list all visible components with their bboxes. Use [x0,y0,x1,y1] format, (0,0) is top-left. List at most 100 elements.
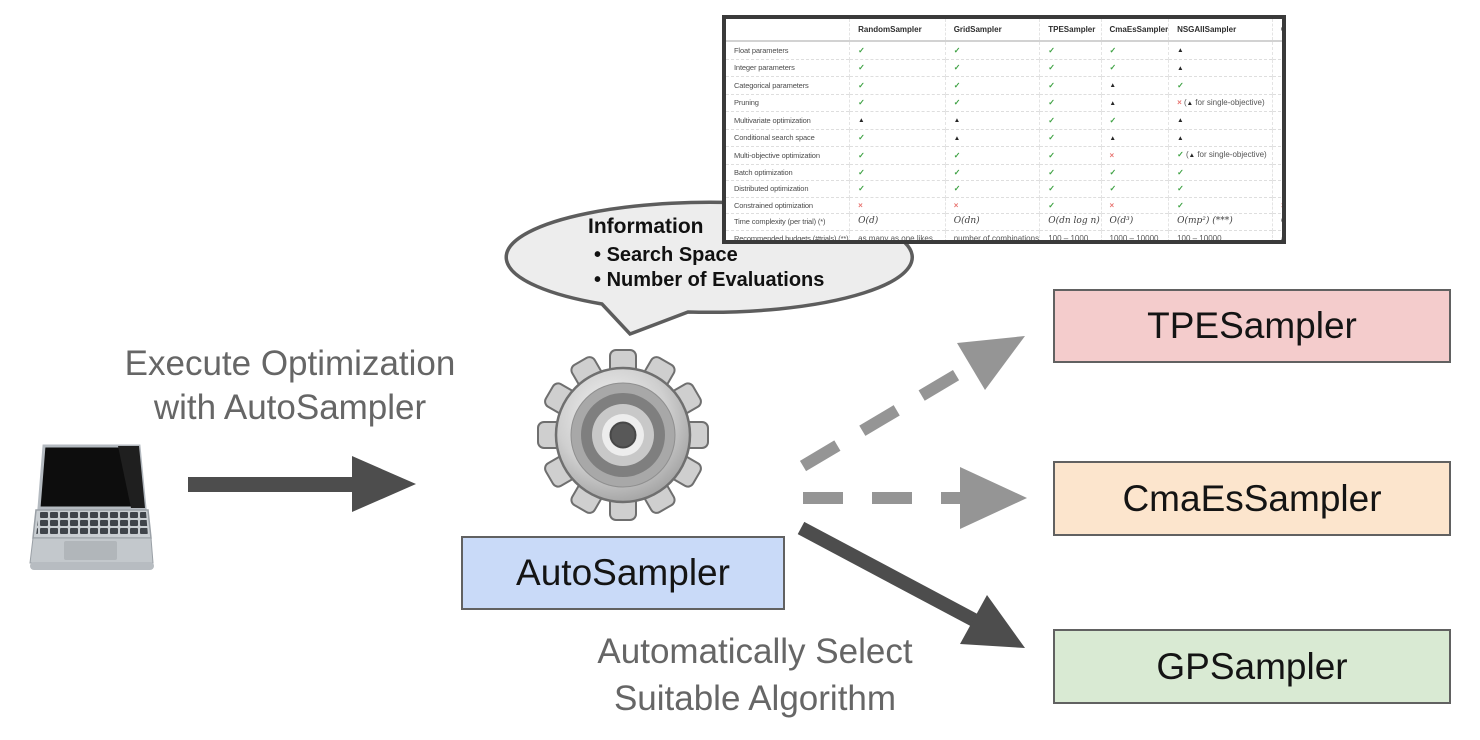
table-cell: ✓ [1100,180,1169,197]
bubble-item: Search Space [584,243,824,268]
table-cell: 100 – 1000 [1039,229,1102,240]
table-cell: ▲ [1271,128,1282,147]
bubble-item: Number of Evaluations [584,268,825,293]
table-cell: ▲ [1168,58,1273,77]
table-cell: × [849,196,946,214]
laptop-icon [29,444,154,570]
table-cell: O(d³) [1100,213,1169,230]
table-cell: ✓ [1039,41,1102,59]
table-cell: ✓ [1100,41,1169,59]
table-column-header: GridSampler [944,19,1040,42]
table-cell: ✓ [944,93,1040,112]
gear-icon [537,349,709,521]
table-row: Conditional search space✓▲✓▲▲▲ [726,128,1282,147]
table-cell: ✓ [1271,180,1282,197]
table-column-header: NSGAIISampler [1168,19,1273,42]
table-cell: ▲ [849,111,946,129]
table-cell: ▲ [944,111,1040,129]
table-cell: O(mp²) (***) [1168,213,1273,230]
table-row: Categorical parameters✓✓✓▲✓▲ [726,76,1282,94]
table-row: Pruning✓✓✓▲× (▲ for single-objective)✓ [726,93,1282,112]
table-cell: ✓ [1039,58,1102,77]
table-row-label: Pruning [726,93,850,112]
table-row-label: Constrained optimization [726,196,850,214]
table-cell: ▲ [1100,76,1169,94]
table-row: Multi-objective optimization✓✓✓×✓ (▲ for… [726,146,1282,164]
autosampler-box: AutoSampler [461,536,785,610]
table-cell: ✓ [849,146,946,164]
table-cell: ✓ [944,146,1040,164]
table-cell: ✓ [1039,93,1102,112]
table-row-label: Time complexity (per trial) (*) [726,213,850,230]
arrow-dashed-cmaes [803,467,1027,529]
table-row-label: Multivariate optimization [726,111,850,129]
bubble-text: Information Search Space Number of Evalu… [584,215,824,293]
table-cell: × [944,196,1040,214]
table-cell: 1000 – 10000 [1100,229,1169,240]
table-cell: ✓ [1271,58,1282,77]
table-row-label: Categorical parameters [726,76,850,94]
cmaessampler-label: CmaEsSampler [1122,477,1382,519]
table-cell: ✓ [849,41,946,59]
table-cell: ✓ [1039,196,1102,214]
auto-select-caption: Automatically Select Suitable Algorithm [518,628,992,722]
execute-optimization-caption: Execute Optimization with AutoSampler [40,342,540,430]
table-cell: ▲ [1271,76,1282,94]
table-row: Integer parameters✓✓✓✓▲✓ [726,58,1282,77]
table-cell: ✓ [1039,76,1102,94]
table-cell: × [1100,196,1169,214]
bubble-title: Information [588,215,704,238]
caption-line: Suitable Algorithm [613,679,897,718]
table-cell: ✓ [1168,196,1273,214]
table-cell: O(dn) [1271,213,1282,230]
table-cell: ✓ [944,76,1040,94]
table-cell: O(dn log n) [1039,213,1102,230]
table-row: Float parameters✓✓✓✓▲✓ [726,41,1282,59]
table-column-header: QMCSampler [1271,19,1282,42]
table-row: Distributed optimization✓✓✓✓✓✓ [726,180,1282,197]
table-row: Recommended budgets (#trials) (**)as man… [726,229,1282,240]
table-cell: ▲ [1271,111,1282,129]
table-cell: ✓ [944,163,1040,181]
table-cell: ✓ [944,180,1040,197]
table-cell: ✓ [1168,163,1273,181]
table-row: Batch optimization✓✓✓✓✓✓ [726,163,1282,181]
table-cell: ✓ (▲ for single-objective) [1168,146,1273,164]
table-column-header: CmaEsSampler [1100,19,1169,42]
table-cell: ✓ [1100,58,1169,77]
table-cell: ✓ [849,163,946,181]
table-cell: as many as one likes [849,229,946,240]
table-cell: ✓ [1271,163,1282,181]
caption-line: with AutoSampler [153,388,427,427]
table-cell: ✓ [1100,111,1169,129]
table-cell: ✓ [1168,180,1273,197]
table-cell: ✓ [944,58,1040,77]
arrow-dashed-tpe [799,336,1025,472]
table-cell: O(d) [849,213,946,230]
table-cell: × [1100,146,1169,164]
table-row-label: Recommended budgets (#trials) (**) [726,229,850,240]
table-cell: ▲ [1100,128,1169,147]
table-cell: ✓ [849,76,946,94]
table-cell: ✓ [944,41,1040,59]
table-cell: O(dn) [944,213,1040,230]
table-cell: × [1271,196,1282,214]
table-cell: ▲ [1168,128,1273,147]
table-cell: ✓ [1039,146,1102,164]
table-cell: ✓ [1271,93,1282,112]
table-cell: as many as one likes [1271,229,1282,240]
table-cell: ✓ [849,58,946,77]
table-row-label: Distributed optimization [726,180,850,197]
arrow-execute [188,456,416,512]
cmaessampler-box: CmaEsSampler [1053,461,1451,536]
gpsampler-box: GPSampler [1053,629,1451,704]
table-row-label: Multi-objective optimization [726,146,850,164]
table-cell: number of combinations [944,229,1040,240]
table-row-label: Conditional search space [726,128,850,147]
table-row: Multivariate optimization▲▲✓✓▲▲ [726,111,1282,129]
caption-line: Automatically Select [597,632,913,671]
table-row: Constrained optimization××✓×✓× [726,196,1282,214]
